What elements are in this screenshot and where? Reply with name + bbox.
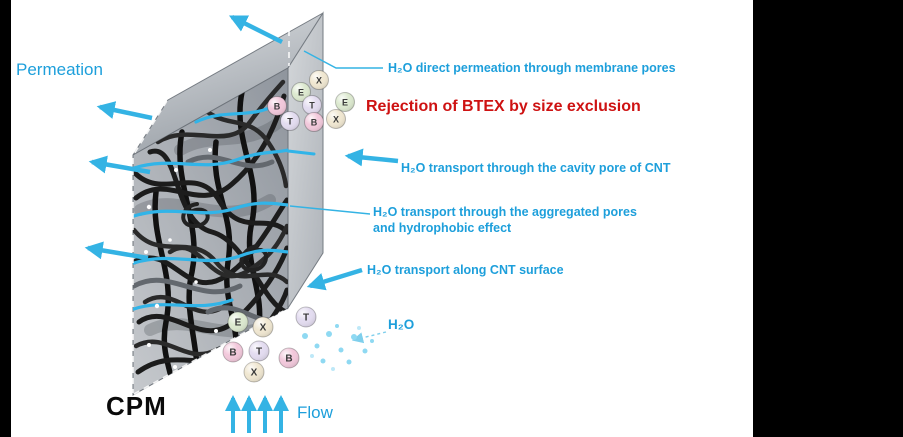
direct-permeation-line: [303, 50, 383, 69]
cavity-arrow: [344, 148, 399, 167]
btex-molecule: X: [309, 70, 329, 90]
btex-molecules-bottom: E X T B T B X: [222, 306, 317, 383]
btex-molecule: X: [243, 361, 265, 383]
svg-text:B: B: [285, 354, 292, 365]
svg-text:X: X: [251, 368, 258, 379]
svg-text:B: B: [311, 118, 318, 128]
svg-text:E: E: [342, 98, 348, 108]
svg-text:T: T: [303, 313, 309, 324]
water-path-lines: [133, 102, 288, 311]
svg-text:X: X: [260, 323, 267, 334]
svg-text:X: X: [316, 76, 322, 86]
btex-molecule: E: [291, 82, 311, 102]
btex-molecule: T: [248, 340, 270, 362]
flow-label: Flow: [297, 403, 333, 422]
aggregated-pores-line: [289, 205, 371, 215]
svg-text:X: X: [333, 115, 339, 125]
btex-molecule: X: [252, 316, 274, 338]
btex-molecule: B: [222, 341, 244, 363]
flow-arrows: [225, 395, 289, 433]
water-dots: [302, 324, 374, 371]
btex-molecule: T: [295, 306, 317, 328]
rejection-annotation: Rejection of BTEX by size exclusion: [366, 98, 641, 115]
annotation-pointers: [289, 50, 399, 344]
svg-text:B: B: [274, 102, 281, 112]
water-path-exit: [286, 149, 316, 156]
permeate-arrows: [84, 14, 284, 261]
permeate-arrow-1: [96, 101, 153, 121]
svg-text:T: T: [309, 101, 315, 111]
permeate-arrow-top: [228, 14, 284, 45]
pore-dots: [144, 148, 218, 369]
aggregated-pores-annotation: H₂O transport through the aggregated por…: [373, 204, 637, 236]
surface-transport-annotation: H₂O transport along CNT surface: [367, 263, 564, 277]
svg-text:T: T: [287, 117, 293, 127]
surface-arrow: [306, 267, 363, 291]
permeate-arrow-3: [84, 241, 149, 261]
permeate-arrow-2: [88, 155, 151, 175]
direct-permeation-annotation: H₂O direct permeation through membrane p…: [388, 61, 676, 75]
btex-molecule: B: [278, 347, 300, 369]
svg-text:T: T: [256, 347, 262, 358]
btex-molecule: X: [326, 109, 346, 129]
cpm-label: CPM: [106, 391, 167, 421]
svg-text:E: E: [235, 318, 242, 329]
cavity-transport-annotation: H₂O transport through the cavity pore of…: [401, 161, 671, 175]
btex-molecule: T: [302, 95, 322, 115]
btex-molecule: E: [335, 92, 355, 112]
permeation-label: Permeation: [16, 60, 103, 79]
h2o-label: H₂O: [388, 317, 415, 332]
btex-molecules-top: X E B T E T B X: [267, 70, 355, 132]
aggregated-pores-line1: H₂O transport through the aggregated por…: [373, 205, 637, 219]
btex-molecule: B: [267, 96, 287, 116]
btex-molecule: T: [280, 111, 300, 131]
btex-molecule: B: [304, 112, 324, 132]
svg-text:E: E: [298, 88, 304, 98]
btex-molecule: E: [227, 311, 249, 333]
aggregated-pores-line2: and hydrophobic effect: [373, 221, 512, 235]
svg-text:B: B: [229, 348, 236, 359]
